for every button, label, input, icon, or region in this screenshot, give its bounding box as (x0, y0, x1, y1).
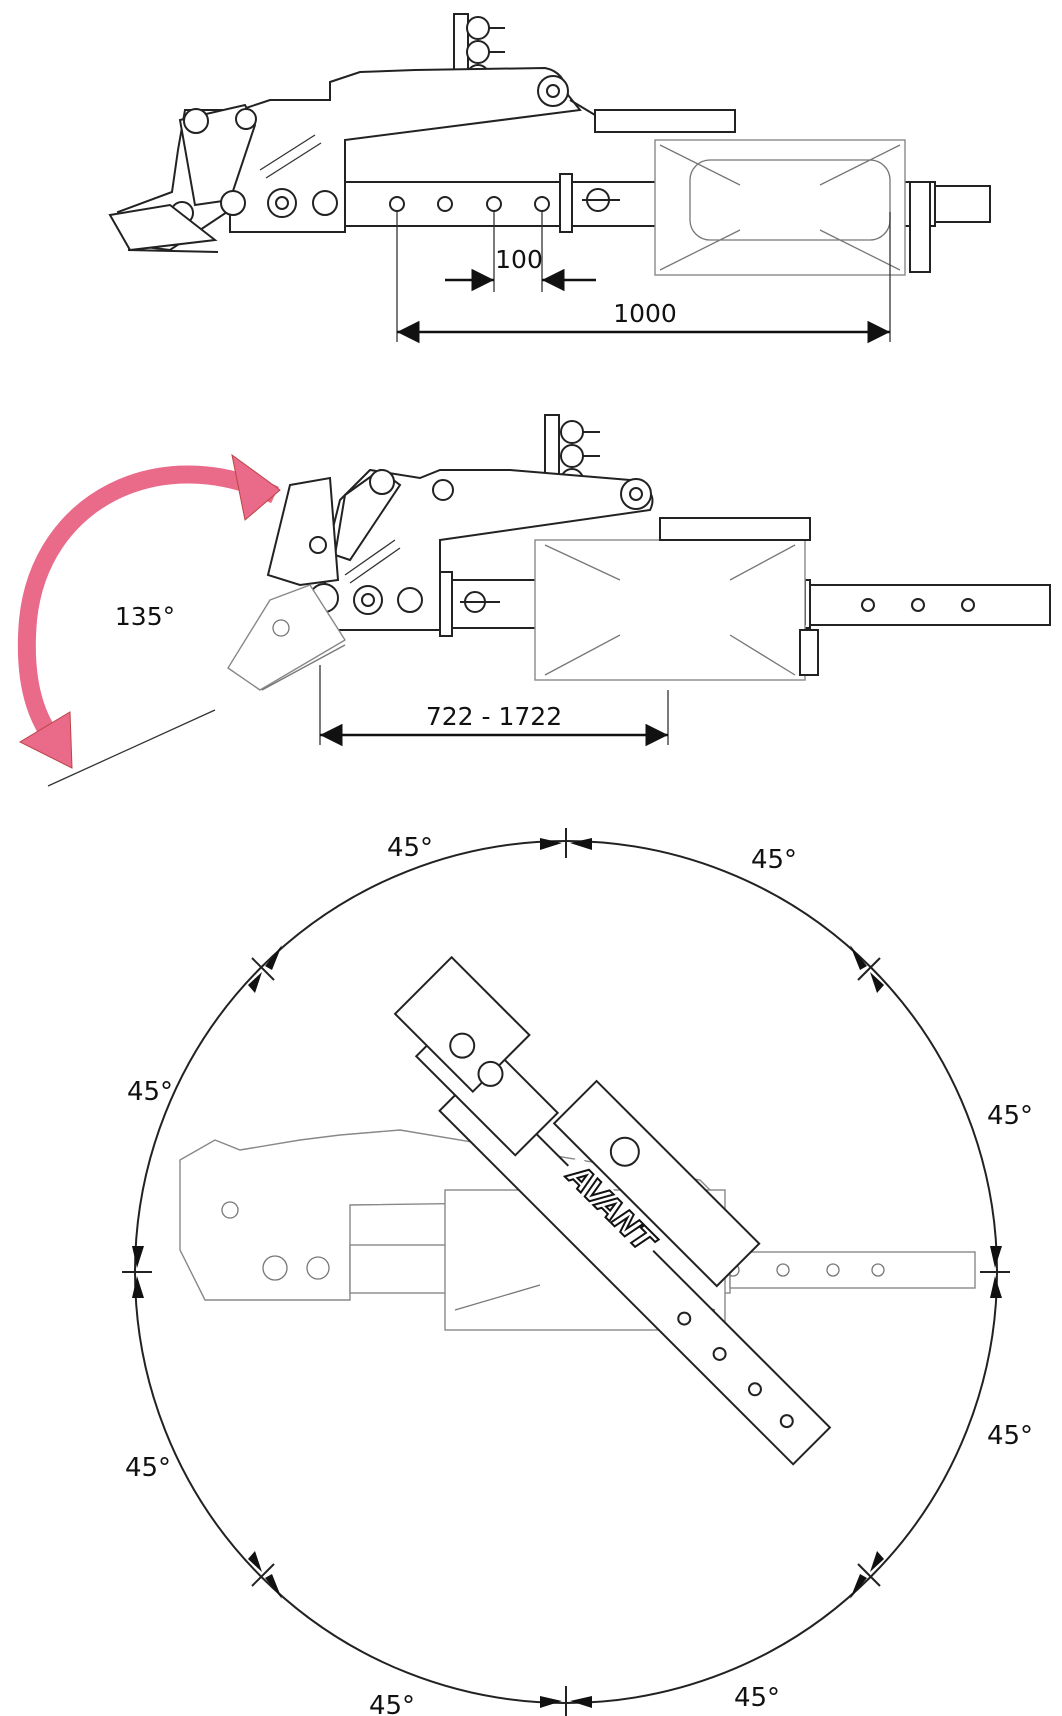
tilt-rotation-arrow: 135° (17, 453, 281, 787)
angle-label-top-left: 45° (387, 833, 433, 863)
angle-ticks (122, 828, 1010, 1716)
tilt-angle-label: 135° (115, 602, 175, 631)
dimension-total-travel: 1000 (396, 212, 891, 344)
angle-label-top-right: 45° (751, 845, 797, 875)
angle-label-lower-right: 45° (987, 1421, 1033, 1451)
mount-plate (108, 203, 218, 252)
dim-label-100: 100 (495, 245, 543, 274)
angle-label-bottom-right: 45° (734, 1683, 780, 1713)
dim-label-1000: 1000 (613, 299, 677, 328)
rotation-unit (654, 139, 906, 276)
dimension-hole-spacing: 100 (445, 212, 596, 292)
angle-arrowheads (132, 838, 1002, 1708)
middle-view-attachment: AVANT (227, 414, 1051, 691)
dimension-extension-range: 722 - 1722 (319, 665, 669, 747)
dim-label-extension: 722 - 1722 (426, 702, 562, 731)
top-view-attachment (108, 13, 991, 276)
angle-label-upper-left: 45° (127, 1077, 173, 1107)
angle-label-upper-right: 45° (987, 1101, 1033, 1131)
angle-label-bottom-left: 45° (369, 1691, 415, 1716)
rotation-circle: 45° 45° 45° 45° 45° 45° 45° 45° (122, 828, 1033, 1716)
angle-label-lower-left: 45° (125, 1453, 171, 1483)
tilt-plate (266, 476, 340, 587)
tilted-plate-ghost (227, 584, 346, 691)
rotated-attachment: AVANT (393, 955, 832, 1466)
